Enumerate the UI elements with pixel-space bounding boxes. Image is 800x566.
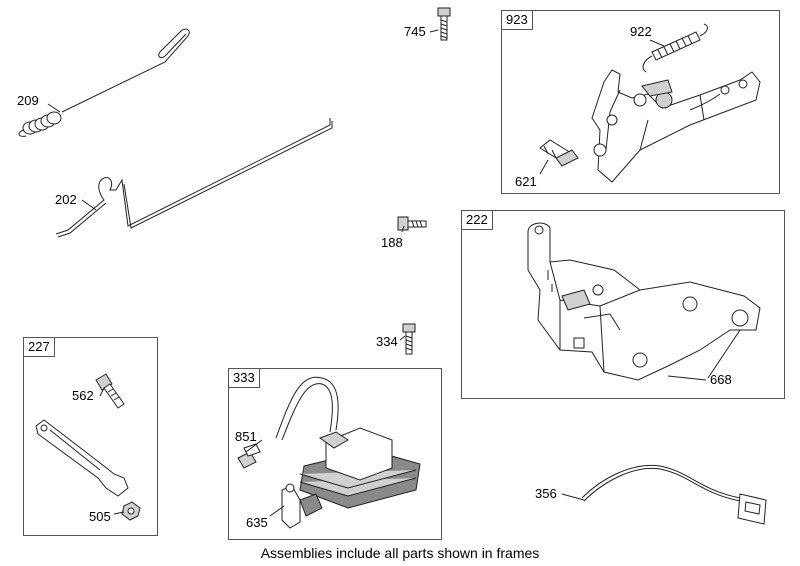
- part-356-wire: [581, 464, 767, 525]
- assembly-333-coil: [237, 376, 421, 529]
- assembly-923-bracket: [539, 23, 761, 183]
- callout-745: 745: [404, 24, 426, 39]
- callout-505: 505: [89, 509, 111, 524]
- frame-923: 923: [501, 10, 780, 194]
- diagram-caption: Assemblies include all parts shown in fr…: [260, 545, 540, 561]
- callout-209: 209: [17, 93, 39, 108]
- callout-621: 621: [515, 174, 537, 189]
- frame-222: 222: [461, 210, 785, 399]
- part-334-bolt: [402, 323, 416, 355]
- callout-922: 922: [630, 24, 652, 39]
- frame-227: 227: [23, 337, 158, 536]
- frame-222-label: 222: [461, 210, 493, 230]
- part-922-spring: [642, 23, 708, 73]
- assembly-227-lever: [35, 373, 141, 521]
- part-188-screw: [397, 216, 427, 231]
- frame-923-label: 923: [501, 10, 533, 30]
- part-745-bolt: [437, 7, 451, 41]
- callout-668: 668: [710, 372, 732, 387]
- part-621-clip: [539, 139, 579, 167]
- callout-562: 562: [72, 388, 94, 403]
- callout-851: 851: [235, 429, 257, 444]
- part-209-spring: [18, 28, 190, 137]
- assembly-222-control-bracket: [527, 222, 761, 381]
- leader-lines: [47, 29, 741, 517]
- part-202-link: [55, 118, 333, 238]
- callout-635: 635: [246, 515, 268, 530]
- frame-227-label: 227: [23, 337, 55, 357]
- callout-356: 356: [535, 486, 557, 501]
- callout-188: 188: [381, 235, 403, 250]
- part-635-plug-boot: [281, 483, 323, 529]
- callout-334: 334: [376, 334, 398, 349]
- callout-202: 202: [55, 192, 77, 207]
- frame-333: 333: [228, 368, 442, 540]
- part-851-boot: [237, 443, 261, 469]
- frame-333-label: 333: [228, 368, 260, 388]
